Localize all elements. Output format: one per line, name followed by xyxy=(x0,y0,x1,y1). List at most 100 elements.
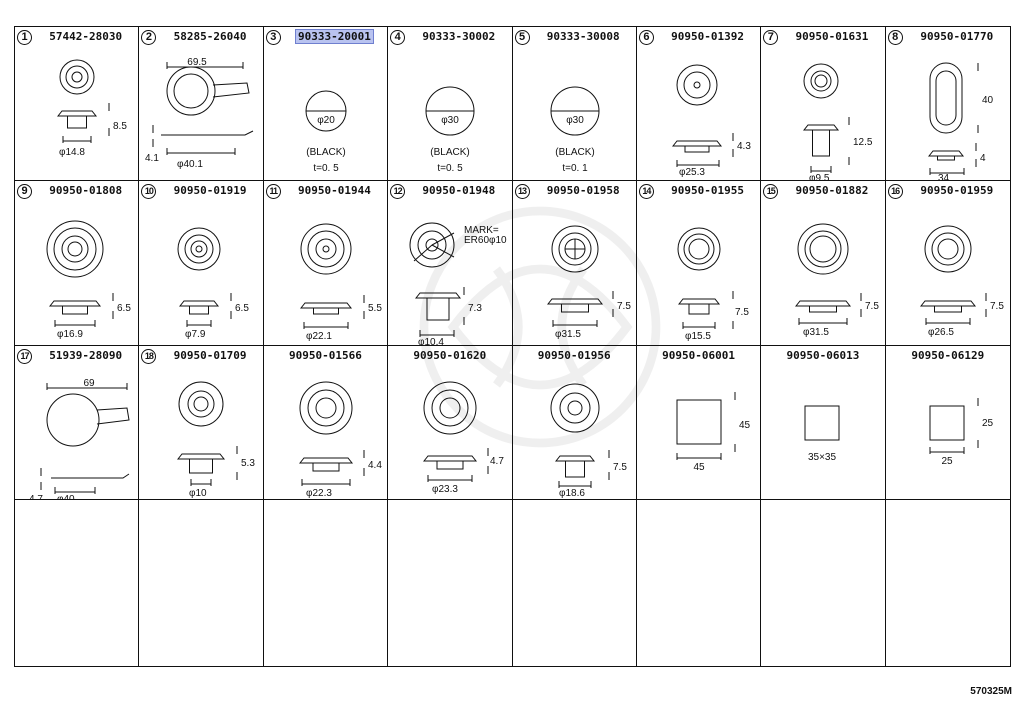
part-number[interactable]: 90950-06001 xyxy=(639,349,758,362)
part-number[interactable]: 90950-01948 xyxy=(408,184,509,197)
callout-number: 13 xyxy=(514,184,530,199)
part-number[interactable]: 90950-06013 xyxy=(763,349,882,362)
dimension-label: 69.5 xyxy=(188,57,208,68)
part-number[interactable]: 90950-01958 xyxy=(533,184,634,197)
dimension-label: φ30 xyxy=(441,115,459,126)
part-number[interactable]: 90950-01808 xyxy=(35,184,136,197)
dimension-label: 7.5 xyxy=(617,301,631,312)
part-number[interactable]: 90950-01919 xyxy=(159,184,260,197)
selected-part-number[interactable]: 90333-20001 xyxy=(284,29,385,44)
dimension-label: φ10.4 xyxy=(418,337,444,346)
part-drawing-svg: 35×35 xyxy=(804,405,840,463)
dimension-label: 6.5 xyxy=(235,303,249,314)
dimension-label: φ20 xyxy=(317,115,335,126)
part-number[interactable]: 90950-01770 xyxy=(906,30,1008,43)
part-number[interactable]: 90950-01955 xyxy=(657,184,758,197)
dimension-label: 5.3 xyxy=(241,458,255,469)
callout-number: 3 xyxy=(265,30,281,45)
dimension-label: 7.5 xyxy=(735,307,749,318)
part-number[interactable]: 90950-01882 xyxy=(781,184,882,197)
part-number[interactable]: 90950-01620 xyxy=(390,349,509,362)
part-number[interactable]: 90333-30008 xyxy=(533,30,634,43)
dimension-label: φ14.8 xyxy=(59,147,85,158)
part-drawing-svg: 12.5φ9.5 xyxy=(803,63,873,180)
side-view xyxy=(48,300,102,315)
part-number[interactable]: 90333-30002 xyxy=(408,30,509,43)
part-number[interactable]: 90950-01631 xyxy=(781,30,882,43)
top-view xyxy=(178,381,224,427)
empty-cell xyxy=(637,500,762,666)
empty-cell xyxy=(513,500,637,666)
top-view xyxy=(177,227,221,271)
side-view xyxy=(795,300,852,313)
square-plate xyxy=(676,399,722,445)
dimension-label: 4.4 xyxy=(368,460,382,471)
callout-number: 2 xyxy=(141,30,157,45)
callout-number: 8 xyxy=(887,30,903,45)
part-drawing: φ30(BLACK)t=0. 5 xyxy=(388,49,511,180)
part-number[interactable]: 90950-06129 xyxy=(888,349,1008,362)
dimension-label: 4.1 xyxy=(145,153,159,164)
dimension-label: φ10 xyxy=(189,488,207,499)
part-number-text: 90950-01948 xyxy=(422,184,496,197)
part-number-text: 51939-28090 xyxy=(49,349,123,362)
part-number[interactable]: 57442-28030 xyxy=(35,30,136,43)
part-number[interactable]: 90950-01566 xyxy=(266,349,385,362)
empty-cell xyxy=(264,500,389,666)
top-view xyxy=(924,225,972,273)
dimension-label: 7.5 xyxy=(865,301,879,312)
dimension-label: 34 xyxy=(938,173,950,181)
part-number[interactable]: 90950-01709 xyxy=(159,349,260,362)
part-drawing: φ20(BLACK)t=0. 5 xyxy=(264,49,387,180)
part-number[interactable]: 90950-01959 xyxy=(906,184,1008,197)
top-view xyxy=(409,222,455,268)
empty-cell xyxy=(139,500,264,666)
dimension-label: ER60φ10 xyxy=(464,235,507,246)
part-number-text: 57442-28030 xyxy=(49,30,123,43)
cell-header: 90950-01566 xyxy=(264,346,387,368)
part-number[interactable]: 51939-28090 xyxy=(35,349,136,362)
callout-number: 16 xyxy=(887,184,903,199)
side-view xyxy=(677,298,720,315)
part-number-text: 90950-06013 xyxy=(786,349,860,362)
dimension-label: 69 xyxy=(83,378,95,389)
top-view xyxy=(676,64,718,106)
part-number[interactable]: 90950-01956 xyxy=(515,349,634,362)
part-number[interactable]: 90950-01392 xyxy=(657,30,758,43)
part-number-text: 90950-01808 xyxy=(49,184,123,197)
part-number-text: 90950-06129 xyxy=(911,349,985,362)
dimension-label: (BLACK) xyxy=(555,147,594,158)
square-plate xyxy=(804,405,840,441)
top-view xyxy=(550,383,599,433)
part-number[interactable]: 58285-26040 xyxy=(159,30,260,43)
side-view xyxy=(415,292,462,321)
callout-number: 18 xyxy=(141,349,157,364)
part-number[interactable]: 90950-01944 xyxy=(284,184,385,197)
dimension-label: 4.3 xyxy=(737,141,751,152)
dimension-label: 7.5 xyxy=(990,301,1004,312)
dimension-label: 4.7 xyxy=(490,456,504,467)
top-view xyxy=(677,227,721,271)
